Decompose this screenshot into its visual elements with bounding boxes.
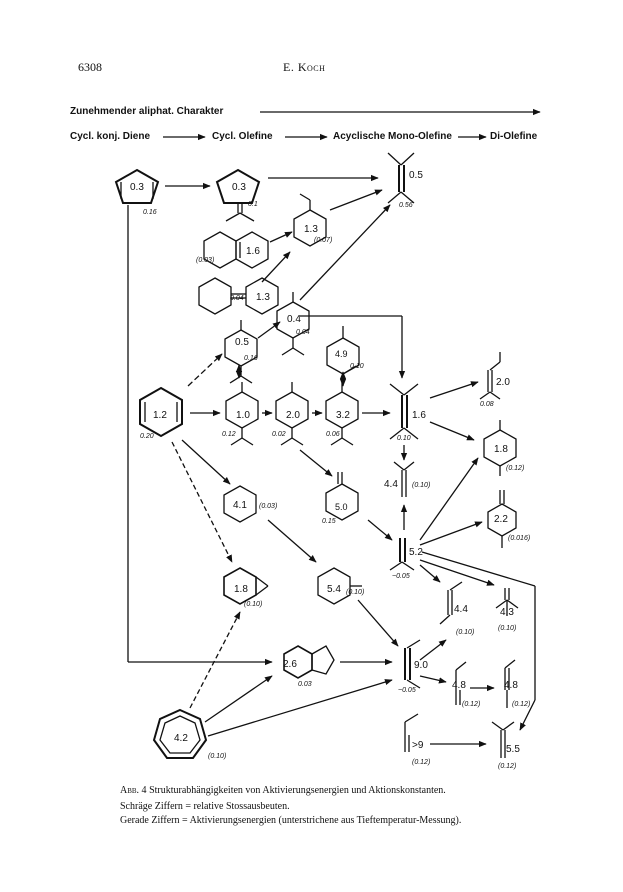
dec-energy: 1.6 bbox=[246, 246, 260, 257]
label-cyclic-olefins: Cycl. Olefine bbox=[212, 131, 273, 142]
d18-yield: (0.12) bbox=[506, 465, 524, 472]
ter-yield: 0.16 bbox=[244, 355, 258, 362]
a9-yield: (0.12) bbox=[412, 759, 430, 766]
a44-energy: 4.4 bbox=[384, 479, 398, 490]
ind-energy: 2.6 bbox=[283, 659, 297, 670]
pin-energy: 5.0 bbox=[335, 502, 348, 512]
chd-energy: 1.2 bbox=[153, 410, 167, 421]
ch54-energy: 5.4 bbox=[327, 584, 341, 595]
tme-yield: 0.56 bbox=[399, 202, 413, 209]
che-energy: 4.1 bbox=[233, 500, 247, 511]
oct-yield: (0.07) bbox=[314, 237, 332, 244]
figure-number: Abb. 4 bbox=[120, 785, 147, 796]
node-values: 0.3 0.16 0.3 0.1 0.5 0.56 1.3 (0.07) 1.6… bbox=[130, 170, 530, 770]
m32-energy: 3.2 bbox=[336, 410, 350, 421]
a48a-yield: (0.12) bbox=[462, 701, 480, 708]
a9-energy: >9 bbox=[412, 740, 424, 751]
bicy-yield: 0.04 bbox=[230, 295, 244, 302]
molecule-structures bbox=[114, 152, 519, 759]
m10-energy: 1.0 bbox=[236, 410, 250, 421]
ac20-yield: 0.08 bbox=[480, 401, 494, 408]
m10-yield: 0.12 bbox=[222, 431, 236, 438]
a44-yield: (0.10) bbox=[412, 482, 430, 489]
cpd-yield: 0.16 bbox=[143, 209, 157, 216]
ac16-energy: 1.6 bbox=[412, 410, 426, 421]
lim-energy: 0.4 bbox=[287, 314, 301, 325]
ind-yield: 0.03 bbox=[298, 681, 312, 688]
a48b-energy: 4.8 bbox=[504, 680, 518, 691]
chd-yield: 0.20 bbox=[140, 433, 154, 440]
a43-yield: (0.10) bbox=[498, 625, 516, 632]
figure-caption-line2: Schräge Ziffern = relative Stossausbeute… bbox=[120, 801, 290, 812]
a90-yield: ~0.05 bbox=[398, 687, 416, 694]
a55-yield: (0.12) bbox=[498, 763, 516, 770]
d18-energy: 1.8 bbox=[494, 444, 508, 455]
bh-energy: 1.8 bbox=[234, 584, 248, 595]
a55-energy: 5.5 bbox=[506, 744, 520, 755]
author-name: E. Koch bbox=[283, 60, 326, 74]
m20-yield: 0.02 bbox=[272, 431, 286, 438]
car-yield: 0.10 bbox=[350, 363, 364, 370]
d22-yield: (0.016) bbox=[508, 535, 530, 542]
ch54-yield: (0.10) bbox=[346, 589, 364, 596]
a90-energy: 9.0 bbox=[414, 660, 428, 671]
m20-energy: 2.0 bbox=[286, 410, 300, 421]
a44b-energy: 4.4 bbox=[454, 604, 468, 615]
figure-title: Strukturabhängigkeiten von Aktivierungse… bbox=[149, 785, 446, 796]
a43-energy: 4.3 bbox=[500, 607, 514, 618]
d22-energy: 2.2 bbox=[494, 514, 508, 525]
ter-energy: 0.5 bbox=[235, 337, 249, 348]
figure-caption-line3: Gerade Ziffern = Aktivierungsenergien (u… bbox=[120, 815, 462, 826]
cp-energy: 0.3 bbox=[232, 182, 246, 193]
iso-energy: 5.2 bbox=[409, 547, 423, 558]
oct-energy: 1.3 bbox=[304, 224, 318, 235]
header-arrows bbox=[163, 108, 541, 141]
ac16-yield: 0.10 bbox=[397, 435, 411, 442]
m32-yield: 0.06 bbox=[326, 431, 340, 438]
bh-yield: (0.10) bbox=[244, 601, 262, 608]
che-yield: (0.03) bbox=[259, 503, 277, 510]
reaction-arrows bbox=[127, 174, 536, 748]
a44b-yield: (0.10) bbox=[456, 629, 474, 636]
cht-yield: (0.10) bbox=[208, 753, 226, 760]
a48b-yield: (0.12) bbox=[512, 701, 530, 708]
cpd-energy: 0.3 bbox=[130, 182, 144, 193]
lim-yield: 0.04 bbox=[296, 329, 310, 336]
label-cyclic-dienes: Cycl. konj. Diene bbox=[70, 131, 151, 142]
bicy-energy: 1.3 bbox=[256, 292, 270, 303]
dec-yield: (0.03) bbox=[196, 257, 214, 264]
figure-caption-title: Abb. 4 Strukturabhängigkeiten von Aktivi… bbox=[120, 784, 446, 797]
cp-yield: 0.1 bbox=[248, 201, 258, 208]
pin-yield: 0.15 bbox=[322, 518, 336, 525]
label-increasing-aliphatic: Zunehmender aliphat. Charakter bbox=[70, 106, 224, 117]
label-acyclic-monoolefins: Acyclische Mono-Olefine bbox=[333, 131, 452, 142]
cht-energy: 4.2 bbox=[174, 733, 188, 744]
label-diolefins: Di-Olefine bbox=[490, 131, 538, 142]
a48a-energy: 4.8 bbox=[452, 680, 466, 691]
ac20-energy: 2.0 bbox=[496, 377, 510, 388]
iso-yield: ~0.05 bbox=[392, 573, 410, 580]
page-number: 6308 bbox=[78, 60, 102, 74]
tme-energy: 0.5 bbox=[409, 170, 423, 181]
car-energy: 4.9 bbox=[335, 349, 348, 359]
